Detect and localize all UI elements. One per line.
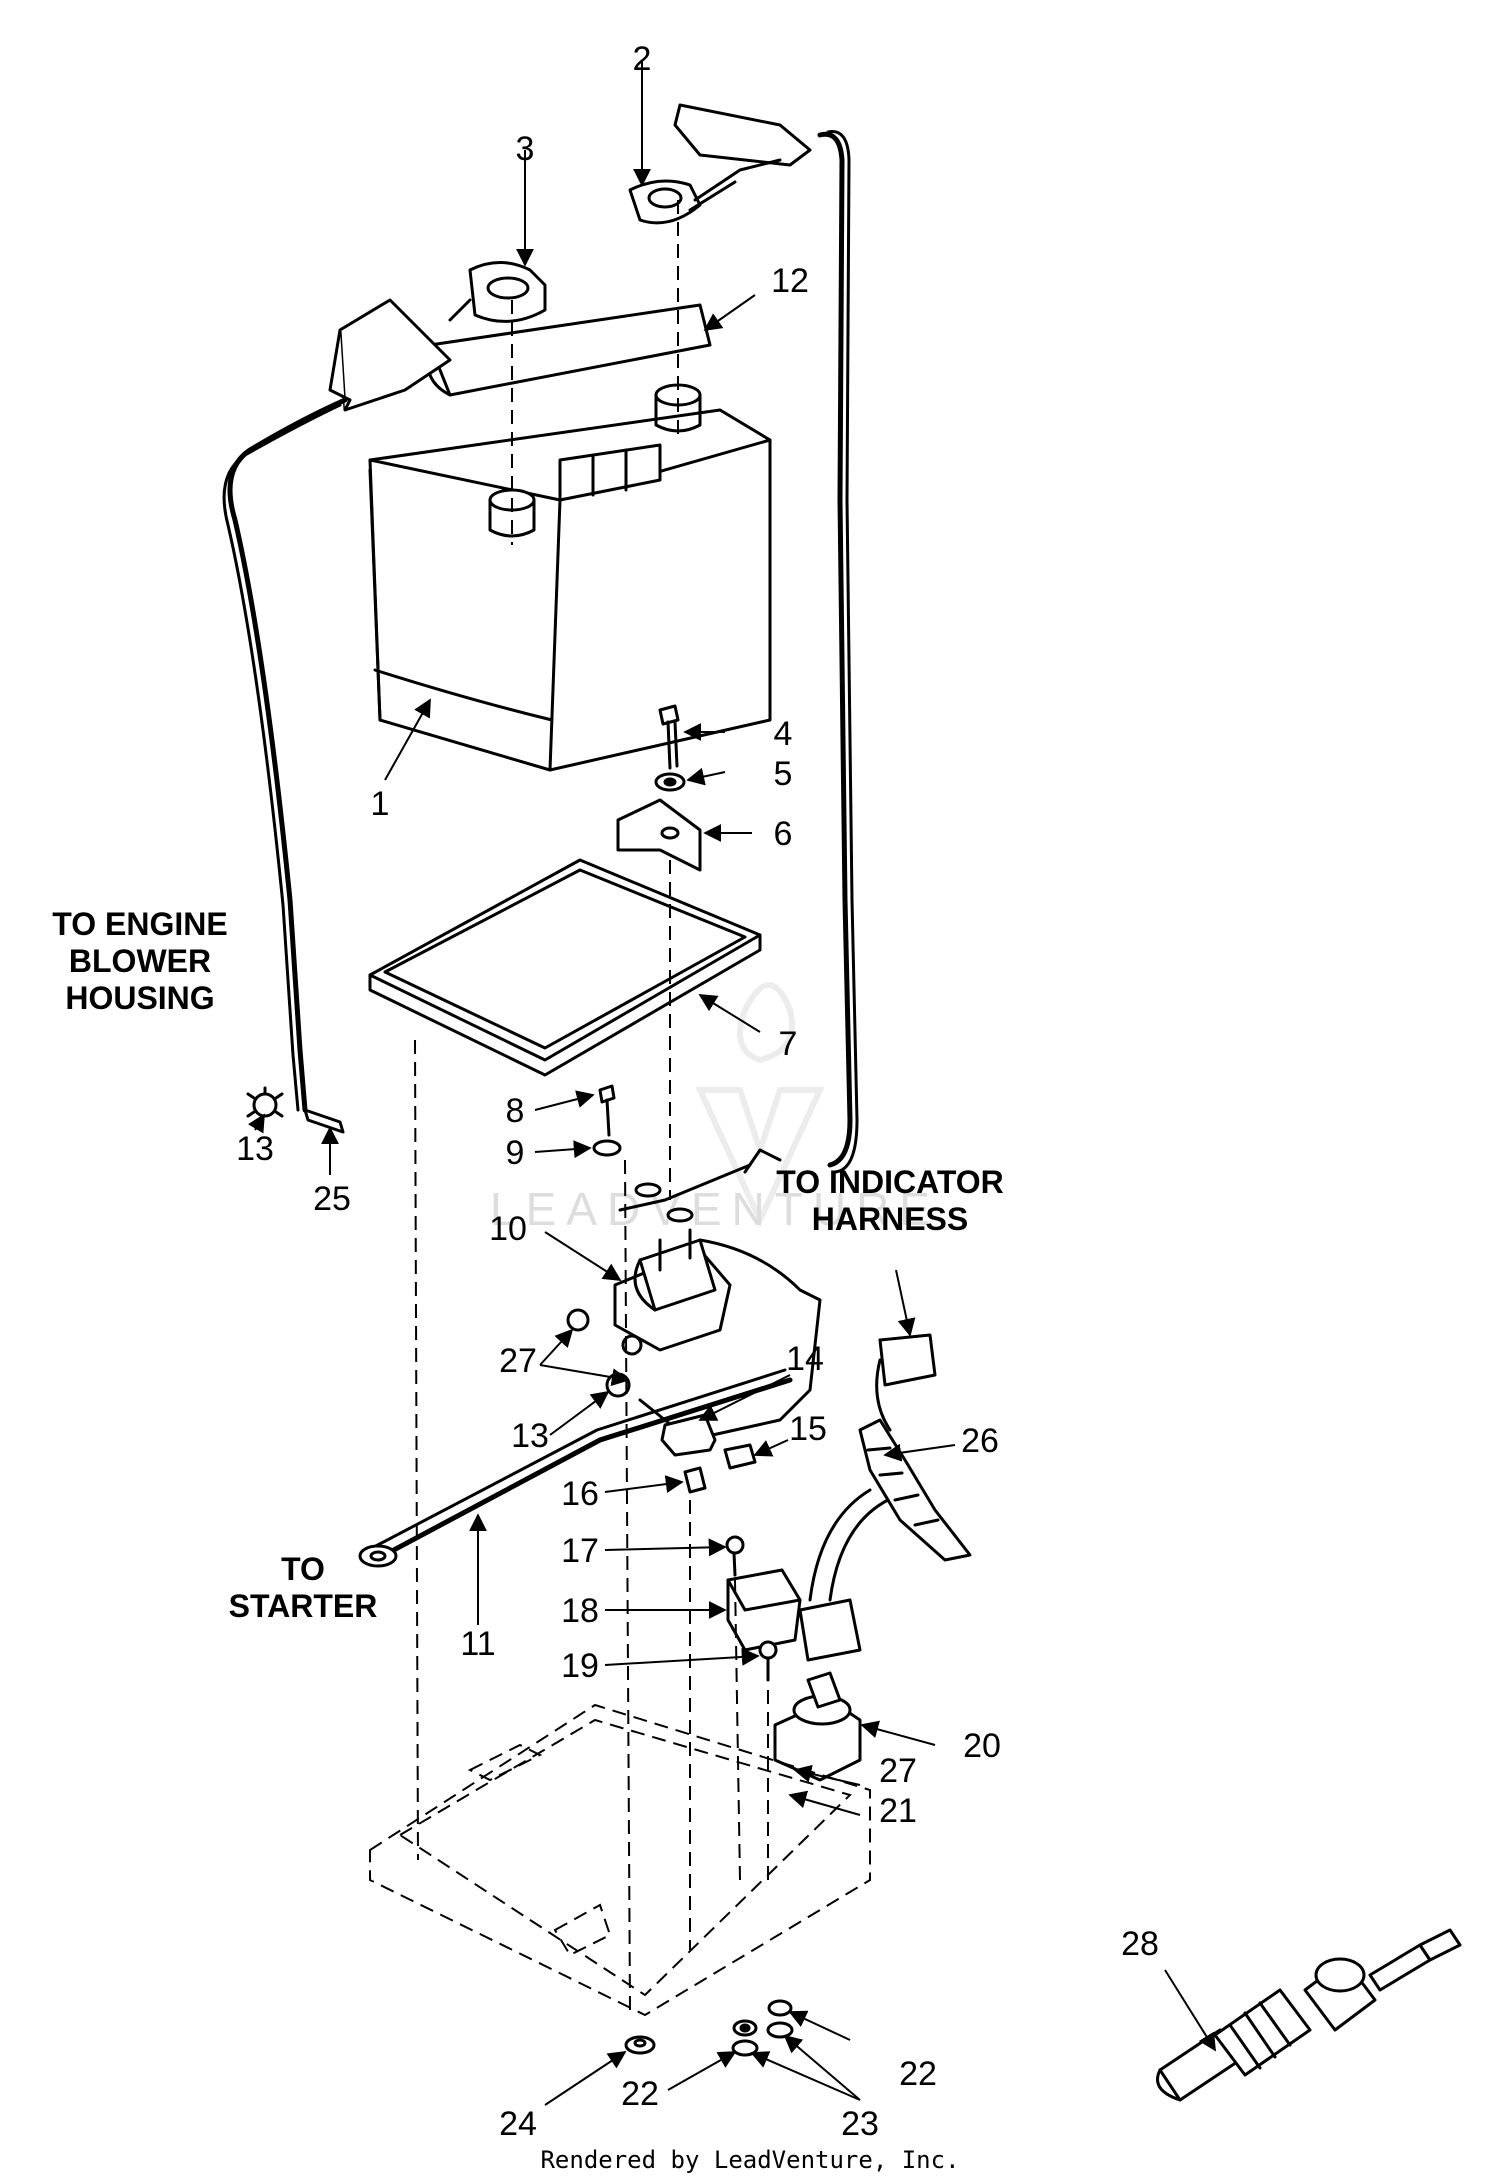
callout-17: 17 [561,1532,599,1570]
callout-18: 18 [561,1592,599,1630]
callout-2: 2 [633,40,652,78]
callout-6: 6 [774,815,793,853]
svg-text:TO INDICATOR: TO INDICATOR [776,1164,1004,1200]
callout-28: 28 [1121,1925,1159,1963]
callout-10: 10 [489,1210,527,1248]
callout-22: 22 [899,2055,937,2093]
battery [368,303,772,772]
callout-numbers: 1 2 3 4 5 6 7 8 9 10 11 12 13 13 14 15 1… [236,40,1159,2143]
callout-27: 27 [499,1342,537,1380]
callout-4: 4 [774,715,793,753]
hold-down-hardware [616,704,702,872]
callout-24: 24 [499,2105,537,2143]
callout-16: 16 [561,1475,599,1513]
harness-connector [798,1333,937,1662]
positive-cable-with-terminal [628,103,859,1174]
fuse-in-line-holder [1156,1928,1462,2102]
svg-text:BLOWER: BLOWER [69,943,211,979]
callout-15: 15 [789,1410,827,1448]
svg-text:TO ENGINE: TO ENGINE [52,906,227,942]
bottom-nuts [624,1999,794,2057]
callout-27: 27 [879,1752,917,1790]
callout-20: 20 [963,1727,1001,1765]
heading-indicator-harness: TO INDICATOR HARNESS [776,1164,1004,1237]
negative-cable-with-terminal [222,261,547,1113]
callout-8: 8 [506,1092,525,1130]
svg-text:HOUSING: HOUSING [65,980,214,1016]
wire-loom [858,1418,972,1562]
callout-11: 11 [460,1625,495,1663]
fuse-holder [660,1413,757,1494]
relay-and-screws [725,1535,802,1682]
callout-9: 9 [506,1134,525,1172]
callout-21: 21 [879,1792,917,1830]
svg-text:HARNESS: HARNESS [812,1201,968,1237]
heading-starter: TO STARTER [229,1551,378,1624]
assembly-lines [414,200,769,2011]
callout-26: 26 [961,1422,999,1460]
starter-solenoid [592,1084,822,1442]
callout-19: 19 [561,1647,599,1685]
callout-13: 13 [511,1417,549,1455]
callout-1: 1 [371,785,390,823]
callout-23: 23 [841,2105,879,2143]
key-switch [773,1671,862,1782]
footer-credit: Rendered by LeadVenture, Inc. [540,2146,959,2174]
heading-engine-blower-housing: TO ENGINE BLOWER HOUSING [52,906,227,1016]
callout-25: 25 [313,1180,351,1218]
callout-7: 7 [779,1025,798,1063]
callout-5: 5 [774,755,793,793]
watermark-logo [695,982,825,1228]
leader-lines [247,60,1216,2106]
starter-cable [358,1368,793,1568]
svg-text:TO: TO [281,1551,325,1587]
callout-3: 3 [516,130,535,168]
watermark-text: LEADVENTURE [490,1183,940,1235]
callout-12: 12 [771,262,809,300]
mounting-plate [369,1703,871,2017]
battery-tray [368,858,762,1077]
svg-text:STARTER: STARTER [229,1588,378,1624]
callout-14: 14 [786,1340,824,1378]
callout-22: 22 [621,2075,659,2113]
callout-13: 13 [236,1130,274,1168]
